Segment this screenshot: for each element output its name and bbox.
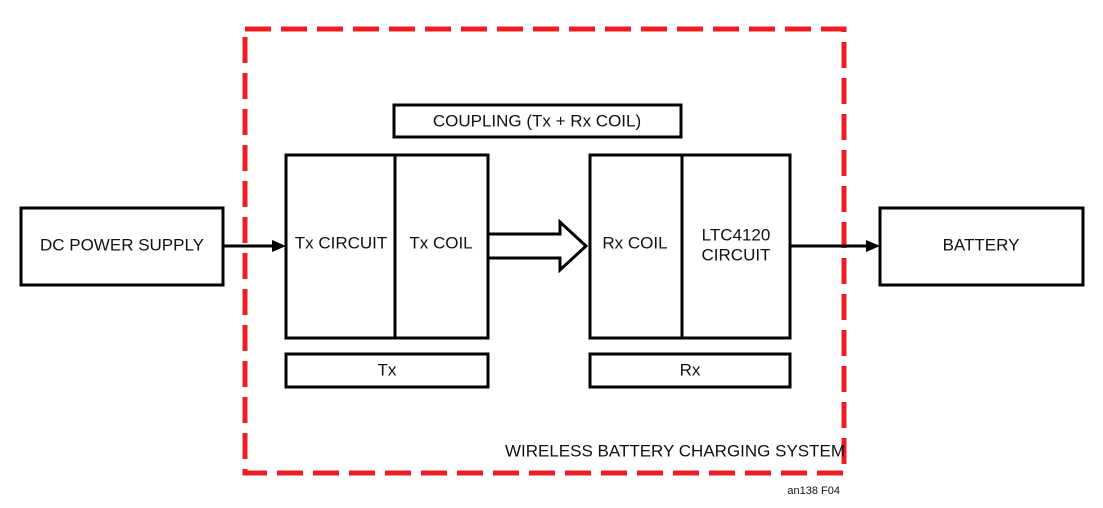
ltc4120-label-line2: CIRCUIT <box>702 245 771 264</box>
rx-block: Rx COIL LTC4120 CIRCUIT <box>588 153 792 340</box>
tx-caption-block: Tx <box>284 352 490 389</box>
tx-circuit-label: Tx CIRCUIT <box>295 233 388 252</box>
coupling-label: COUPLING (Tx + Rx COIL) <box>433 111 641 130</box>
coupling-block: COUPLING (Tx + Rx COIL) <box>392 103 683 139</box>
rx-caption-block: Rx <box>588 352 792 389</box>
arrowhead-icon <box>272 240 286 252</box>
tx-block: Tx CIRCUIT Tx COIL <box>284 153 490 340</box>
rx-caption: Rx <box>680 360 701 379</box>
rx-coil-label: Rx COIL <box>602 233 667 252</box>
tx-caption: Tx <box>378 360 397 379</box>
system-boundary <box>242 26 847 476</box>
ltc4120-label-line1: LTC4120 <box>702 225 771 244</box>
battery-block: BATTERY <box>878 206 1085 287</box>
figure-id: an138 F04 <box>787 485 840 497</box>
arrow-dc-to-tx <box>223 240 286 252</box>
tx-coil-label: Tx COIL <box>409 233 472 252</box>
arrowhead-icon <box>866 240 880 252</box>
arrow-ltc4120-to-battery <box>790 240 880 252</box>
dc-power-supply-label: DC POWER SUPPLY <box>40 235 204 254</box>
dc-power-supply-block: DC POWER SUPPLY <box>19 206 225 287</box>
battery-label: BATTERY <box>943 235 1020 254</box>
coupling-arrow-icon <box>486 218 589 274</box>
system-label: WIRELESS BATTERY CHARGING SYSTEM <box>505 441 845 460</box>
